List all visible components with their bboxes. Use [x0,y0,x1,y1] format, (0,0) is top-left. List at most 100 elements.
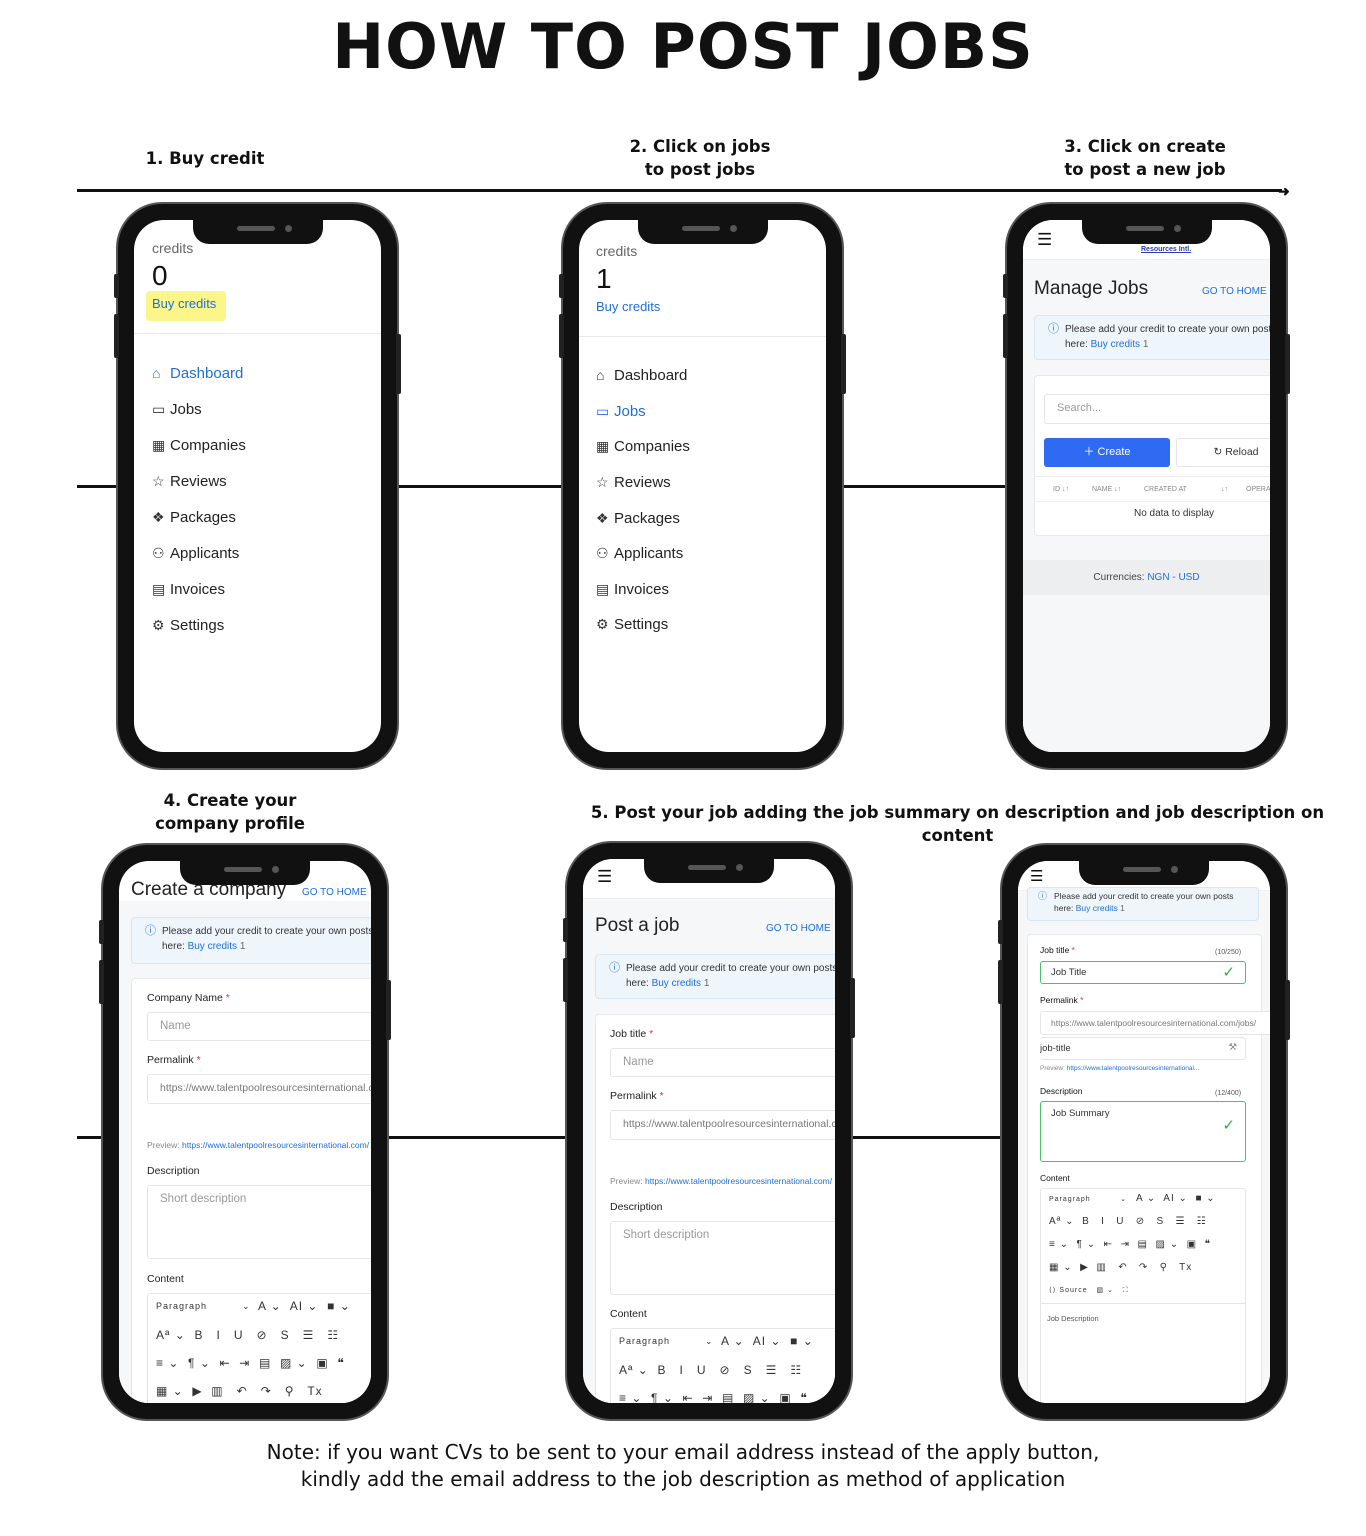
content-editor-toolbar[interactable]: Paragraph ⌄ A ⌄ AI ⌄ ■ ⌄ Aª ⌄ B I U ⊘ S … [147,1293,371,1403]
info-icon: ⓘ [145,925,156,937]
step-3-line1: 3. Click on create [1064,137,1226,156]
content-label: Content [610,1308,647,1320]
go-to-home-link[interactable]: GO TO HOME [302,887,367,898]
credits-value: 0 [152,260,168,291]
description-textarea[interactable]: Short description [610,1221,835,1295]
sidebar-item-dashboard[interactable]: ⌂Dashboard [152,365,244,382]
paragraph-tools[interactable]: ≡ ⌄ ¶ ⌄ ⇤ ⇥ ▤ ▨ ⌄ ▣ ❝ [1049,1239,1212,1250]
permalink-label: Permalink * [1040,995,1084,1005]
step-4-line1: 4. Create your [163,791,297,810]
buy-credits-link[interactable]: Buy credits [1090,339,1141,350]
go-to-home-link[interactable]: GO TO HOME [766,923,831,934]
document-icon: ▤ [596,581,610,597]
job-title-label: Job title * [1040,945,1075,955]
note-line-2: kindly add the email address to the job … [300,1467,1066,1491]
job-title-counter: (10/250) [1215,949,1242,956]
description-label: Description [147,1165,200,1177]
sidebar-item-invoices[interactable]: ▤Invoices [152,581,226,598]
buy-credits-link[interactable]: Buy credits [651,978,702,989]
permalink-input[interactable]: https://www.talentpoolresourcesinternati… [1040,1011,1270,1035]
sidebar-item-packages[interactable]: ❖Packages [596,510,680,527]
buy-credits-link[interactable]: Buy credits [152,296,217,311]
currency-usd[interactable]: USD [1178,572,1200,583]
paragraph-tools[interactable]: ≡ ⌄ ¶ ⌄ ⇤ ⇥ ▤ ▨ ⌄ ▣ ❝ [619,1391,808,1403]
magic-wand-icon[interactable]: ⚒ [1228,1042,1237,1053]
reload-button[interactable]: ↻ Reload [1176,438,1270,467]
formatting-tools[interactable]: Aª ⌄ B I U ⊘ S ☰ ☷ [156,1328,340,1342]
preview-link[interactable]: https://www.talentpoolresourcesinternati… [1066,1065,1200,1072]
job-title-input[interactable]: Job Title✓ [1040,961,1246,984]
description-textarea[interactable]: Job Summary✓ [1040,1101,1246,1162]
paragraph-tools[interactable]: ≡ ⌄ ¶ ⌄ ⇤ ⇥ ▤ ▨ ⌄ ▣ ❝ [156,1356,345,1370]
column-id[interactable]: ID ↓↑ [1053,486,1069,493]
column-created-at[interactable]: CREATED AT [1144,486,1187,493]
phone-mockup-3: ☰ Resources Intl. Manage Jobs GO TO HOME… [1003,204,1290,768]
buy-credits-link[interactable]: Buy credits [187,941,238,952]
buy-credits-link[interactable]: Buy credits [596,299,661,314]
sidebar-item-settings[interactable]: ⚙Settings [596,616,669,633]
formatting-tools[interactable]: Aª ⌄ B I U ⊘ S ☰ ☷ [619,1363,803,1377]
go-to-home-link[interactable]: GO TO HOME [1202,286,1267,297]
gear-icon: ⚙ [152,617,165,633]
font-style-tools[interactable]: A ⌄ AI ⌄ ■ ⌄ [1136,1193,1216,1204]
sidebar-item-companies[interactable]: ▦Companies [152,437,246,454]
content-textarea[interactable]: Job Description [1047,1314,1099,1323]
sidebar-item-settings[interactable]: ⚙Settings [152,617,225,634]
currency-ngn[interactable]: NGN [1147,572,1170,583]
formatting-tools[interactable]: Aª ⌄ B I U ⊘ S ☰ ☷ [1049,1216,1207,1227]
preview-link[interactable]: https://www.talentpoolresourcesinternati… [181,1140,370,1150]
sidebar-item-invoices[interactable]: ▤Invoices [596,581,670,598]
content-editor[interactable]: Paragraph ⌄ A ⌄ AI ⌄ ■ ⌄ Aª ⌄ B I U ⊘ S … [1040,1188,1246,1403]
hamburger-menu-icon[interactable]: ☰ [1037,230,1053,249]
font-style-tools[interactable]: A ⌄ AI ⌄ ■ ⌄ [721,1334,814,1348]
source-button[interactable]: ⟨⟩ Source ▧ ⌄ ⛶ [1049,1287,1129,1294]
sidebar-item-packages[interactable]: ❖Packages [152,509,236,526]
sidebar-item-reviews[interactable]: ☆Reviews [596,474,671,491]
permalink-input[interactable]: https://www.talentpoolresourcesinternati… [610,1110,835,1140]
sidebar-item-dashboard[interactable]: ⌂Dashboard [596,367,688,384]
users-icon: ⚇ [596,545,609,561]
column-operations: OPERATIONS [1246,486,1270,493]
create-button[interactable]: ＋ Create [1044,438,1170,467]
sidebar-item-reviews[interactable]: ☆Reviews [152,473,227,490]
packages-icon: ❖ [152,509,165,525]
check-icon: ✓ [1222,1117,1235,1134]
font-style-tools[interactable]: A ⌄ AI ⌄ ■ ⌄ [258,1299,351,1313]
step-2-line2: to post jobs [644,160,756,179]
insert-tools[interactable]: ▦ ⌄ ▶ ▥ ↶ ↷ ⚲ Tx [1049,1262,1193,1273]
buy-credits-link[interactable]: Buy credits [1075,903,1118,913]
job-title-input[interactable]: Name [610,1048,835,1077]
phone-2-screen: credits 1 Buy credits ⌂Dashboard ▭Jobs ▦… [579,220,826,752]
sidebar-item-companies[interactable]: ▦Companies [596,438,690,455]
preview-link[interactable]: https://www.talentpoolresourcesinternati… [644,1176,833,1186]
search-input[interactable]: Search... [1044,394,1270,424]
company-name-input[interactable]: Name [147,1012,371,1041]
hamburger-menu-icon[interactable]: ☰ [597,867,613,886]
step-2-line1: 2. Click on jobs [629,137,771,156]
insert-tools[interactable]: ▦ ⌄ ▶ ▥ ↶ ↷ ⚲ Tx [156,1384,323,1398]
permalink-input[interactable]: https://www.talentpoolresourcesinternati… [147,1074,371,1104]
sidebar-item-applicants[interactable]: ⚇Applicants [596,545,684,562]
hamburger-menu-icon[interactable]: ☰ [1030,868,1044,885]
sidebar-item-jobs[interactable]: ▭Jobs [152,401,202,418]
jobs-table-card: Search... ＋ Create ↻ Reload ID ↓↑ NAME ↓… [1034,375,1270,536]
slug-input[interactable]: job-title⚒ [1040,1037,1246,1060]
column-name[interactable]: NAME ↓↑ [1092,486,1122,493]
paragraph-select[interactable]: Paragraph ⌄ [1049,1196,1128,1203]
content-label: Content [1040,1173,1070,1183]
info-icon: ⓘ [1038,891,1048,901]
phone-1-screen: credits 0 Buy credits ⌂Dashboard ▭Jobs ▦… [134,220,381,752]
paragraph-select[interactable]: Paragraph ⌄ [619,1336,714,1346]
sidebar-item-jobs[interactable]: ▭Jobs [596,403,646,420]
sort-icon[interactable]: ↓↑ [1221,486,1228,493]
content-editor-toolbar[interactable]: Paragraph ⌄ A ⌄ AI ⌄ ■ ⌄ Aª ⌄ B I U ⊘ S … [610,1328,835,1403]
description-textarea[interactable]: Short description [147,1185,371,1259]
paragraph-select[interactable]: Paragraph ⌄ [156,1301,251,1311]
sidebar-item-applicants[interactable]: ⚇Applicants [152,545,240,562]
